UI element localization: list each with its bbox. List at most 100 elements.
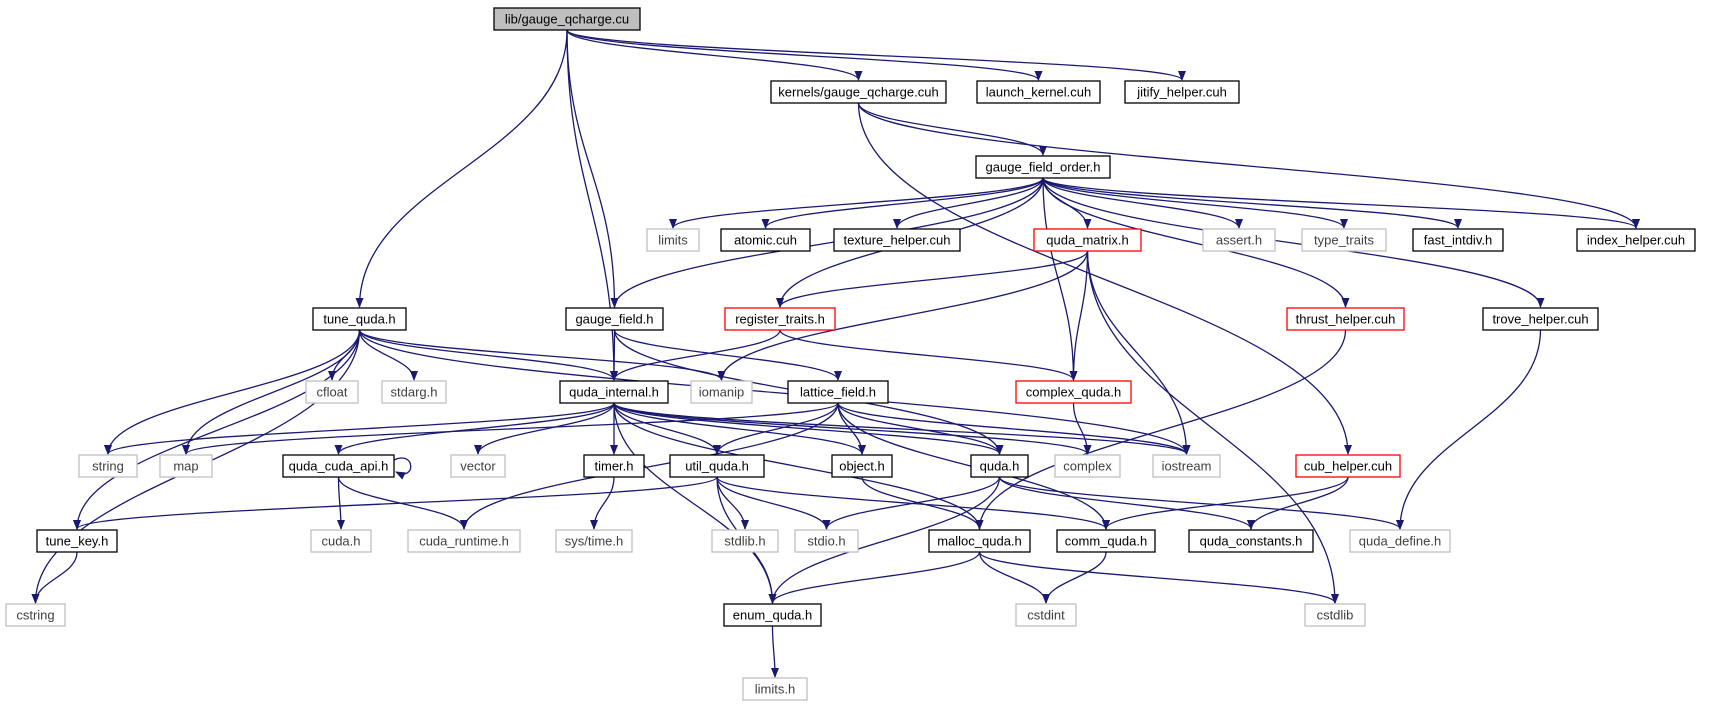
edge-kernels_gauge_qcharge-to-gauge_field_order <box>857 102 1047 156</box>
node-label: register_traits.h <box>735 312 825 327</box>
node-box <box>1015 380 1132 404</box>
edge-malloc_quda-to-enum_quda <box>768 551 981 604</box>
node-label: iostream <box>1162 459 1212 474</box>
node-cstdint: cstdint <box>1015 603 1077 627</box>
node-fast-intdiv[interactable]: fast_intdiv.h <box>1412 228 1504 252</box>
edge-gauge_field_order-to-gauge_field <box>610 177 1044 308</box>
edge-lattice_field-to-quda <box>837 402 1004 455</box>
node-box <box>1015 603 1077 627</box>
edge-quda_cuda_api-to-quda_cuda_api <box>393 457 412 480</box>
node-stdio: stdio.h <box>794 529 859 553</box>
node-gauge-field-order[interactable]: gauge_field_order.h <box>975 155 1111 179</box>
node-label: tune_key.h <box>46 534 109 549</box>
edge-gauge_field_order-to-thrust_helper <box>1042 177 1350 308</box>
node-label: stdlib.h <box>724 534 765 549</box>
node-quda[interactable]: quda.h <box>970 454 1029 478</box>
edge-timer-to-sys_time <box>590 476 615 530</box>
edge-quda_matrix-to-complex_quda <box>1069 250 1089 381</box>
edge-cub_helper-to-quda_constants <box>1247 476 1349 530</box>
node-label: map <box>173 459 198 474</box>
node-gauge-field[interactable]: gauge_field.h <box>565 307 664 331</box>
node-box <box>1124 80 1240 104</box>
node-label: type_traits <box>1314 233 1374 248</box>
node-label: complex <box>1063 459 1112 474</box>
node-index-helper[interactable]: index_helper.cuh <box>1576 228 1696 252</box>
node-box <box>559 380 669 404</box>
node-root[interactable]: lib/gauge_qcharge.cu <box>493 7 641 31</box>
edge-thrust_helper-to-malloc_quda <box>975 329 1347 530</box>
node-label: malloc_quda.h <box>937 534 1022 549</box>
node-label: fast_intdiv.h <box>1424 233 1492 248</box>
node-enum-quda[interactable]: enum_quda.h <box>723 603 822 627</box>
node-string: string <box>78 454 138 478</box>
node-box <box>787 380 889 404</box>
node-label: cstring <box>16 608 54 623</box>
node-label: texture_helper.cuh <box>844 233 951 248</box>
edge-gauge_field_order-to-trove_helper <box>1042 177 1545 308</box>
edge-quda_matrix-to-iomanip <box>717 250 1089 381</box>
node-box <box>724 307 836 331</box>
node-register-traits[interactable]: register_traits.h <box>724 307 836 331</box>
node-label: string <box>92 459 124 474</box>
node-box <box>282 454 395 478</box>
node-box <box>305 380 359 404</box>
edge-kernels_gauge_qcharge-to-cub_helper <box>857 102 1352 455</box>
node-quda-internal[interactable]: quda_internal.h <box>559 380 669 404</box>
node-label: vector <box>460 459 496 474</box>
node-quda-cuda-api[interactable]: quda_cuda_api.h <box>282 454 395 478</box>
edge-quda_internal-to-quda_cuda_api <box>334 402 615 455</box>
node-timer[interactable]: timer.h <box>583 454 645 478</box>
node-object[interactable]: object.h <box>831 454 893 478</box>
node-label: enum_quda.h <box>733 608 813 623</box>
edge-register_traits-to-quda_internal <box>610 329 781 381</box>
node-box <box>975 155 1111 179</box>
node-util-quda[interactable]: util_quda.h <box>669 454 765 478</box>
edge-quda_internal-to-string <box>104 402 615 455</box>
node-quda-constants[interactable]: quda_constants.h <box>1188 529 1314 553</box>
edge-tune_quda-to-stdarg <box>358 329 418 381</box>
node-label: stdio.h <box>807 534 845 549</box>
node-label: cstdint <box>1027 608 1065 623</box>
node-cfloat: cfloat <box>305 380 359 404</box>
node-comm-quda[interactable]: comm_quda.h <box>1056 529 1156 553</box>
node-box <box>1033 228 1142 252</box>
node-box <box>312 307 407 331</box>
node-box <box>976 80 1101 104</box>
node-box <box>1286 307 1405 331</box>
edge-gauge_field-to-quda_internal <box>610 329 619 381</box>
edge-gauge_field_order-to-assert <box>1042 177 1243 229</box>
node-atomic[interactable]: atomic.cuh <box>720 228 811 252</box>
node-trove-helper[interactable]: trove_helper.cuh <box>1482 307 1599 331</box>
node-box <box>770 80 947 104</box>
node-label: cuda_runtime.h <box>419 534 509 549</box>
node-label: timer.h <box>594 459 633 474</box>
node-cstring: cstring <box>5 603 66 627</box>
node-complex-quda[interactable]: complex_quda.h <box>1015 380 1132 404</box>
node-tune-quda[interactable]: tune_quda.h <box>312 307 407 331</box>
node-lattice-field[interactable]: lattice_field.h <box>787 380 889 404</box>
edge-util_quda-to-tune_key <box>73 476 718 530</box>
nodes: lib/gauge_qcharge.cu kernels/gauge_qcharg… <box>5 7 1696 701</box>
node-quda-matrix[interactable]: quda_matrix.h <box>1033 228 1142 252</box>
node-label: jitify_helper.cuh <box>1136 85 1227 100</box>
node-malloc-quda[interactable]: malloc_quda.h <box>928 529 1031 553</box>
node-box <box>36 529 118 553</box>
node-box <box>493 7 641 31</box>
node-label: thrust_helper.cuh <box>1296 312 1396 327</box>
node-thrust-helper[interactable]: thrust_helper.cuh <box>1286 307 1405 331</box>
node-texture-helper[interactable]: texture_helper.cuh <box>833 228 961 252</box>
node-complex: complex <box>1054 454 1121 478</box>
node-limits-bottom: limits.h <box>742 677 808 701</box>
node-box <box>669 454 765 478</box>
node-tune-key[interactable]: tune_key.h <box>36 529 118 553</box>
node-jitify-helper[interactable]: jitify_helper.cuh <box>1124 80 1240 104</box>
node-box <box>1152 454 1221 478</box>
node-cub-helper[interactable]: cub_helper.cuh <box>1295 454 1401 478</box>
edge-kernels_gauge_qcharge-to-index_helper <box>857 102 1640 229</box>
node-kernels-gauge-qcharge[interactable]: kernels/gauge_qcharge.cuh <box>770 80 947 104</box>
node-label: gauge_field_order.h <box>986 160 1101 175</box>
node-launch-kernel[interactable]: launch_kernel.cuh <box>976 80 1101 104</box>
edge-quda_cuda_api-to-cuda <box>336 476 345 530</box>
node-label: atomic.cuh <box>734 233 797 248</box>
edge-quda_matrix-to-iostream <box>1086 250 1191 455</box>
